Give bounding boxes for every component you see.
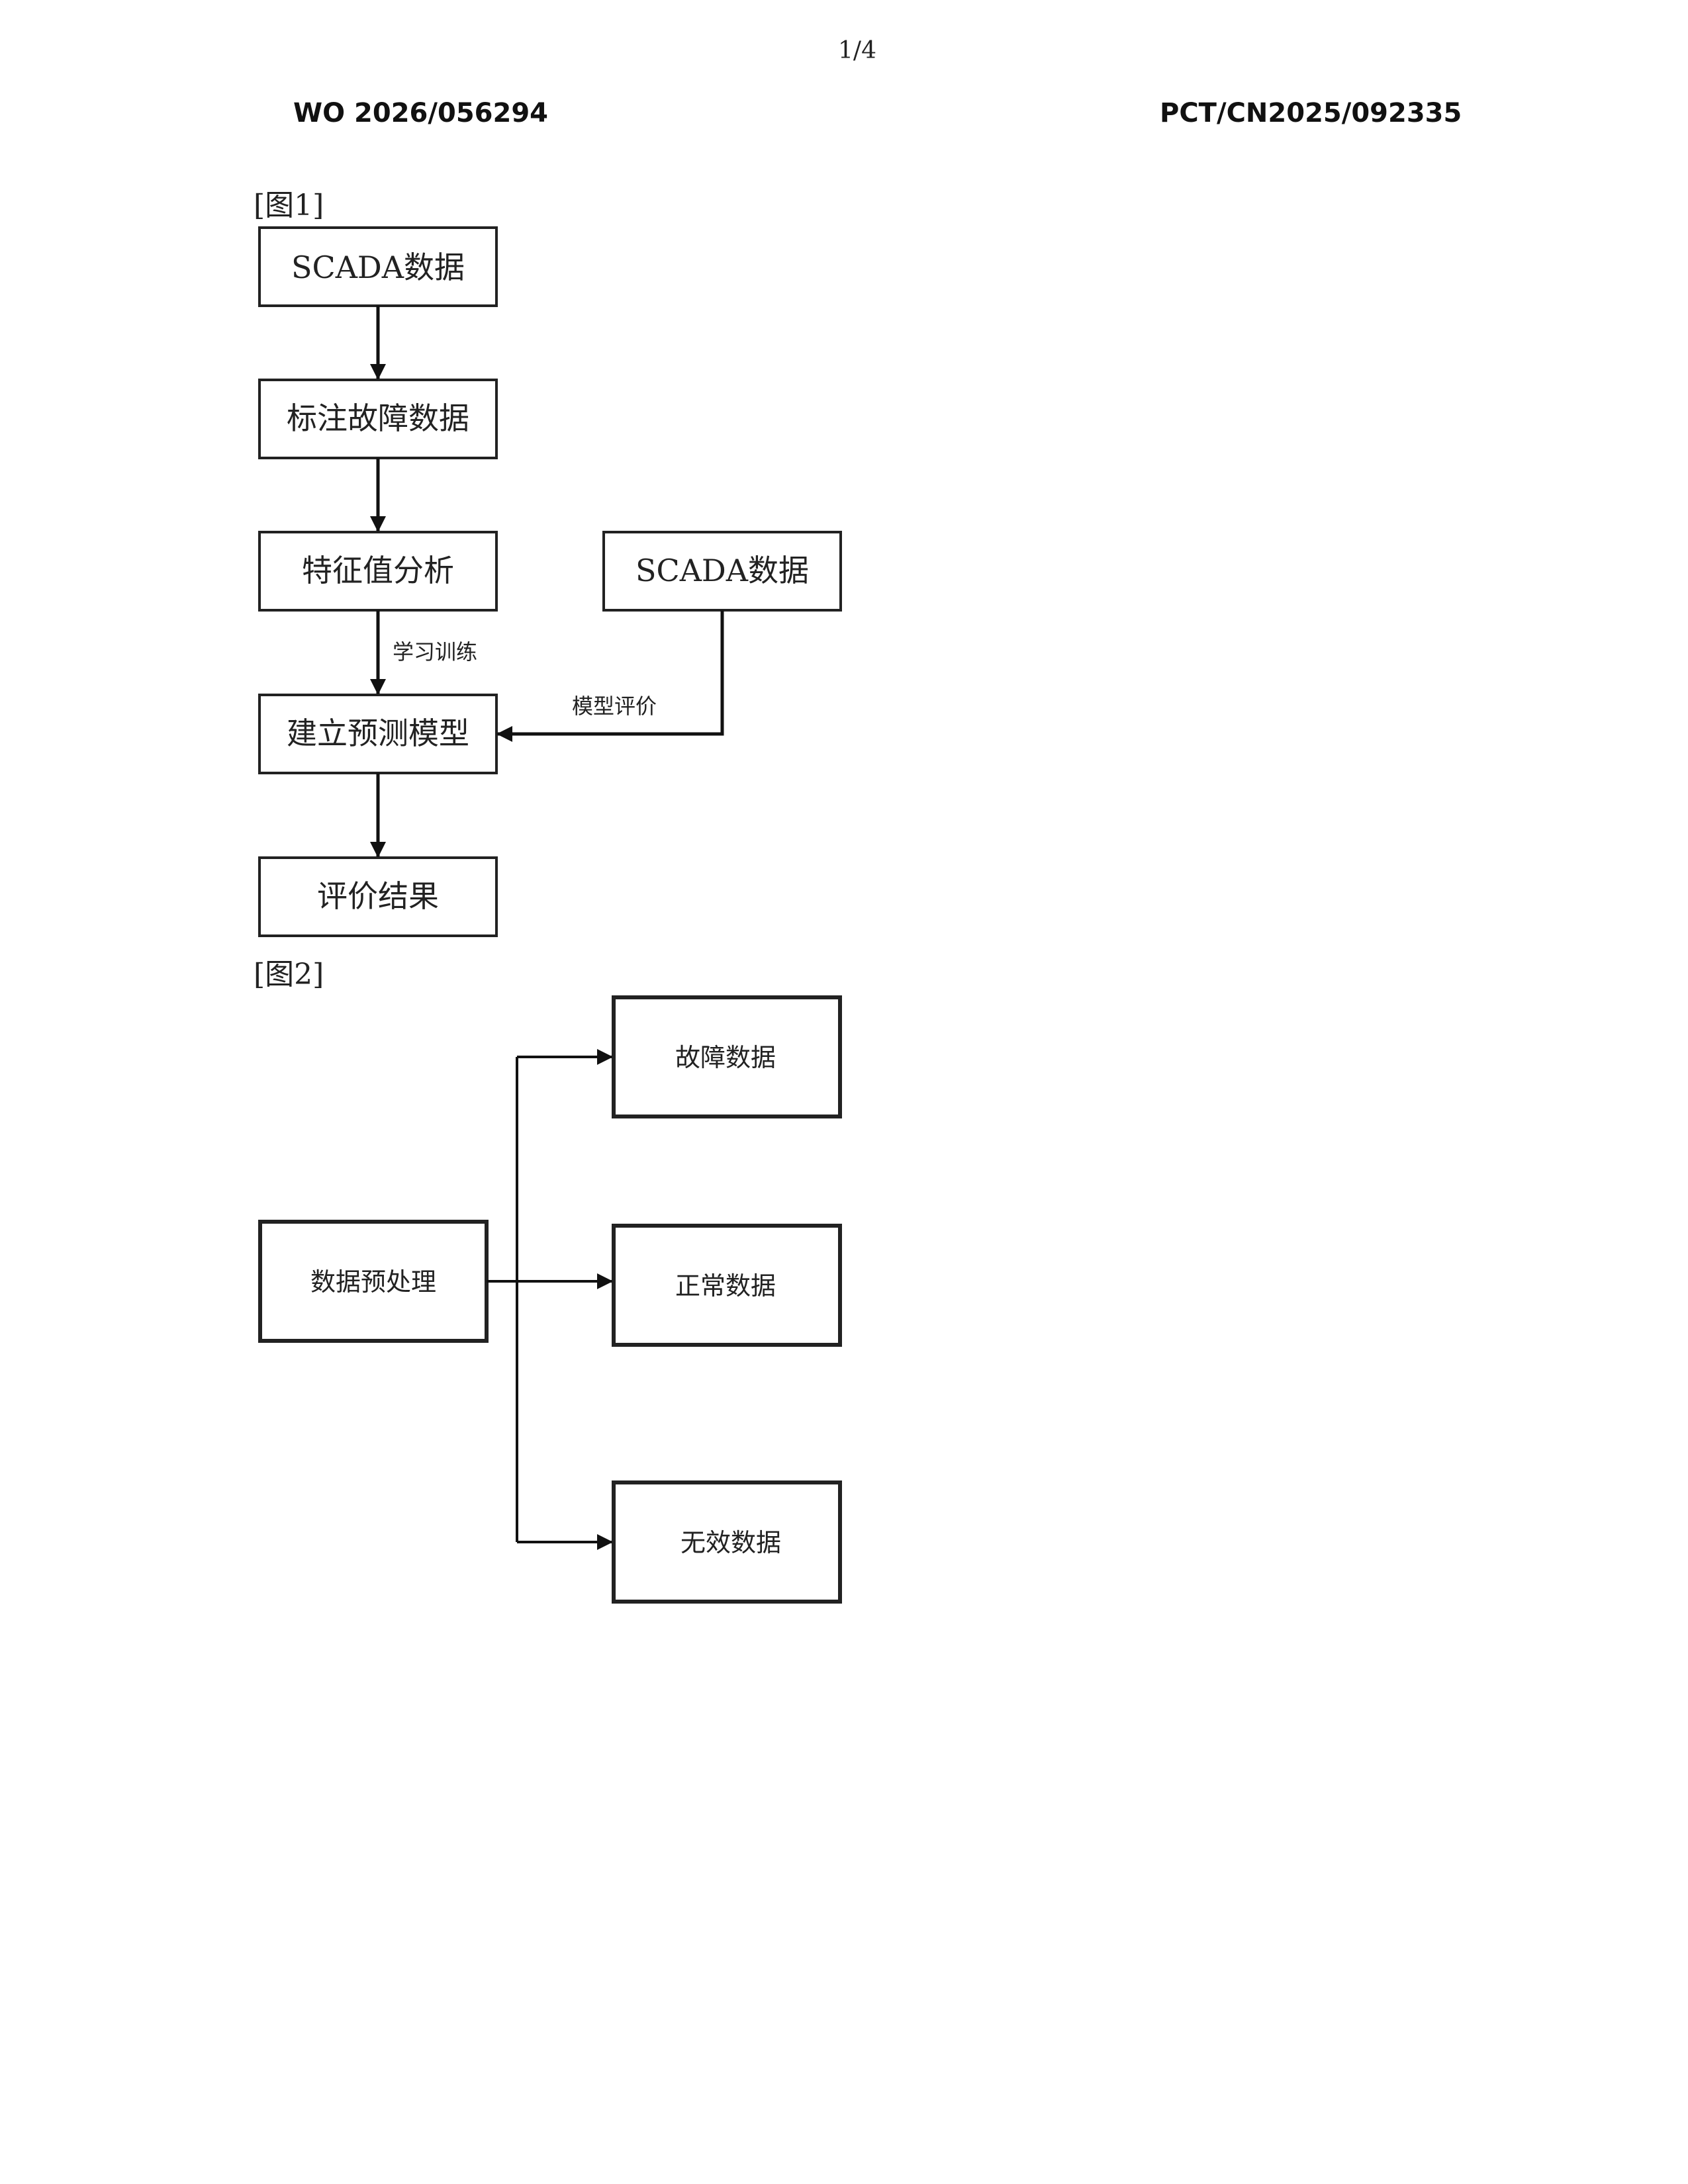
node-label-fault-data: 标注故障数据 (259, 380, 496, 458)
figure-2-flowchart: 数据预处理 故障数据 正常数据 无效数据 (260, 997, 840, 1602)
node-normal-data-label: 正常数据 (675, 1271, 776, 1300)
node-feature-analysis-label: 特征值分析 (302, 553, 454, 588)
node-invalid-data-label: 无效数据 (680, 1528, 781, 1557)
node-build-prediction-model: 建立预测模型 (259, 695, 496, 773)
node-evaluation-result: 评价结果 (259, 858, 496, 936)
node-fault-data: 故障数据 (614, 997, 840, 1116)
figure-1-flowchart: SCADA数据 标注故障数据 特征值分析 SCADA数据 建立预测模型 (259, 228, 841, 936)
node-data-preprocessing-label: 数据预处理 (310, 1267, 436, 1297)
node-fault-data-label: 故障数据 (675, 1043, 776, 1072)
node-scada-data-side: SCADA数据 (604, 532, 841, 610)
node-data-preprocessing: 数据预处理 (260, 1222, 487, 1341)
node-feature-analysis: 特征值分析 (259, 532, 496, 610)
node-normal-data: 正常数据 (614, 1226, 840, 1345)
node-label-fault-data-label: 标注故障数据 (287, 400, 469, 436)
node-build-prediction-model-label: 建立预测模型 (287, 715, 469, 751)
node-invalid-data: 无效数据 (614, 1482, 840, 1602)
node-evaluation-result-label: 评价结果 (317, 878, 439, 914)
node-scada-data-main-label: SCADA数据 (291, 250, 465, 285)
edge-label-model-eval: 模型评价 (572, 694, 657, 719)
edge-label-learn-train: 学习训练 (393, 639, 477, 664)
node-scada-data-side-label: SCADA数据 (635, 553, 809, 588)
node-scada-data-main: SCADA数据 (259, 228, 496, 306)
